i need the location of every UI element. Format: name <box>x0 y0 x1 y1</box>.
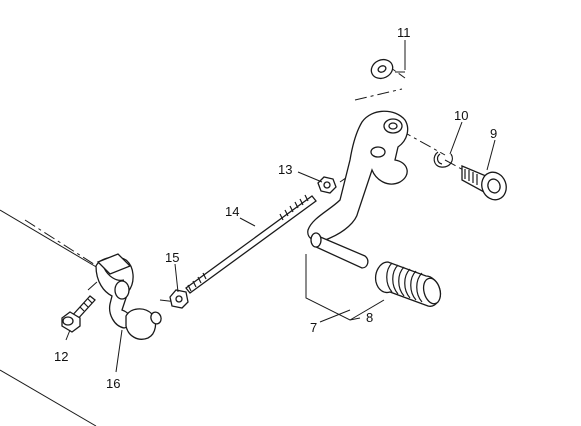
circlip-part-10 <box>433 151 453 168</box>
callout-11: 11 <box>397 25 411 40</box>
assembly-axis-lines <box>24 59 479 303</box>
washer-part-11 <box>370 58 394 80</box>
callout-15: 15 <box>165 250 179 265</box>
nut-part-13 <box>317 176 337 194</box>
nut-part-15 <box>169 289 189 309</box>
callout-8: 8 <box>366 310 373 325</box>
callout-9: 9 <box>490 126 497 141</box>
callout-16: 16 <box>106 376 120 391</box>
shift-arm-part-16 <box>95 253 162 340</box>
callout-13: 13 <box>278 162 292 177</box>
callout-12: 12 <box>54 349 68 364</box>
footpeg-rubber-part-8 <box>374 261 442 307</box>
pivot-bolt-part-9 <box>461 165 507 201</box>
crankcase-outline <box>0 209 99 426</box>
callout-14: 14 <box>225 204 239 219</box>
shift-pedal-arm-part-7 <box>307 110 409 269</box>
callout-10: 10 <box>454 108 468 123</box>
shift-rod-part-14 <box>185 194 317 294</box>
bolt-part-12 <box>61 295 96 333</box>
callout-7: 7 <box>310 320 317 335</box>
leader-lines <box>65 40 496 373</box>
callout-labels: 7 8 9 10 11 12 13 14 15 16 <box>54 25 497 391</box>
